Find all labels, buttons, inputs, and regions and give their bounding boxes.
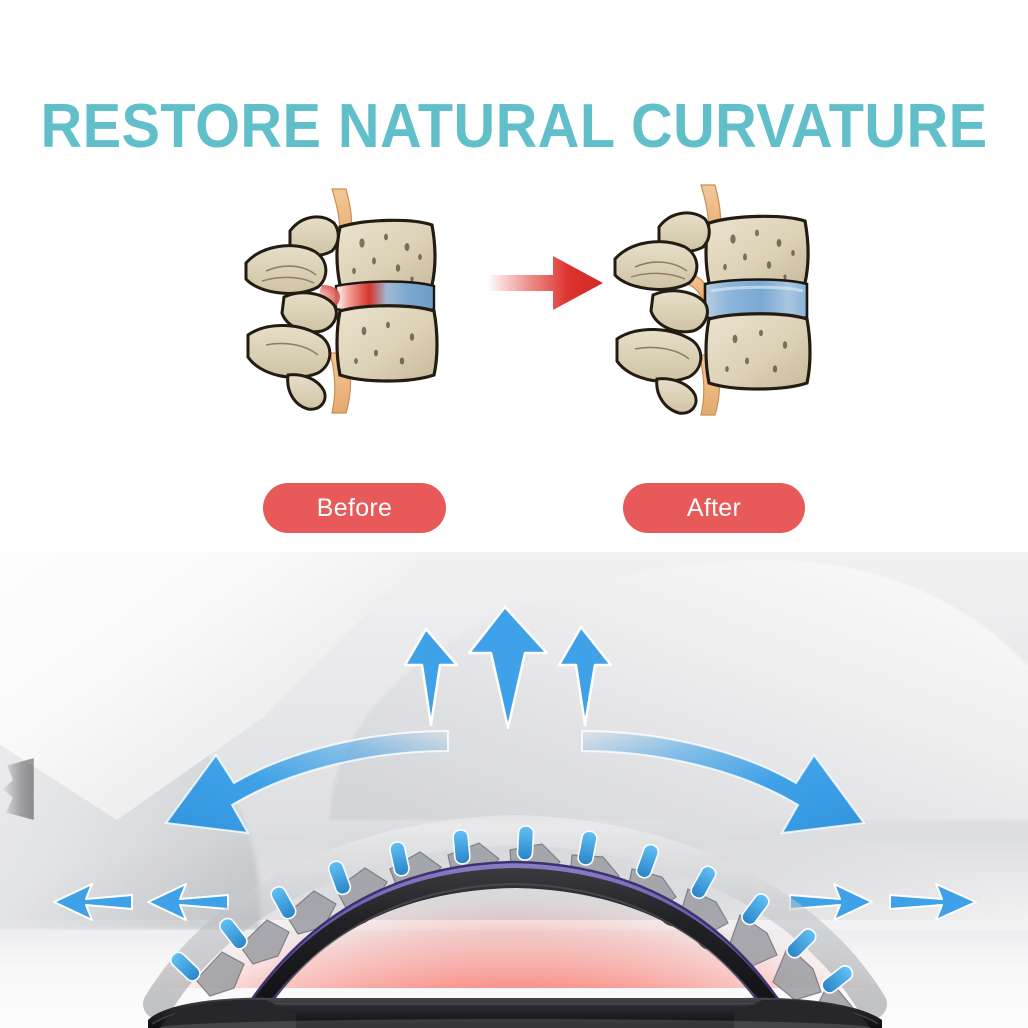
vertebrae-before-illustration [236,185,486,415]
vertebrae-healthy-disc-icon [613,184,812,416]
stretch-arrow-right-outer [889,883,977,921]
traction-arc-right [580,725,870,855]
label-after-text: After [686,493,742,522]
lift-arrow-right [557,625,613,727]
stretch-arrow-left-outer [53,883,133,921]
acupressure-nodes [170,825,854,994]
lift-arrow-left [403,627,459,727]
vertebrae-after-illustration [605,184,855,416]
page-title: RESTORE NATURAL CURVATURE [40,92,988,161]
right-arrow-icon [487,252,603,314]
label-before-text: Before [316,493,393,522]
product-photo-section [0,530,1028,1028]
label-before[interactable]: Before [263,483,446,533]
vertebrae-compressed-disc-icon [244,188,439,414]
heat-glow [160,798,870,988]
lumbar-back-stretcher-device [100,752,930,1028]
product-frame [250,868,780,1006]
product-foot-right [734,999,870,1028]
product-foot-left [160,999,296,1028]
traction-arc-left [160,725,450,855]
lift-arrow-center [467,605,549,730]
label-after[interactable]: After [623,483,805,533]
product-base [148,997,882,1028]
comparison-section: RESTORE NATURAL CURVATURE [40,92,988,533]
lift-arrows-group [395,605,615,730]
